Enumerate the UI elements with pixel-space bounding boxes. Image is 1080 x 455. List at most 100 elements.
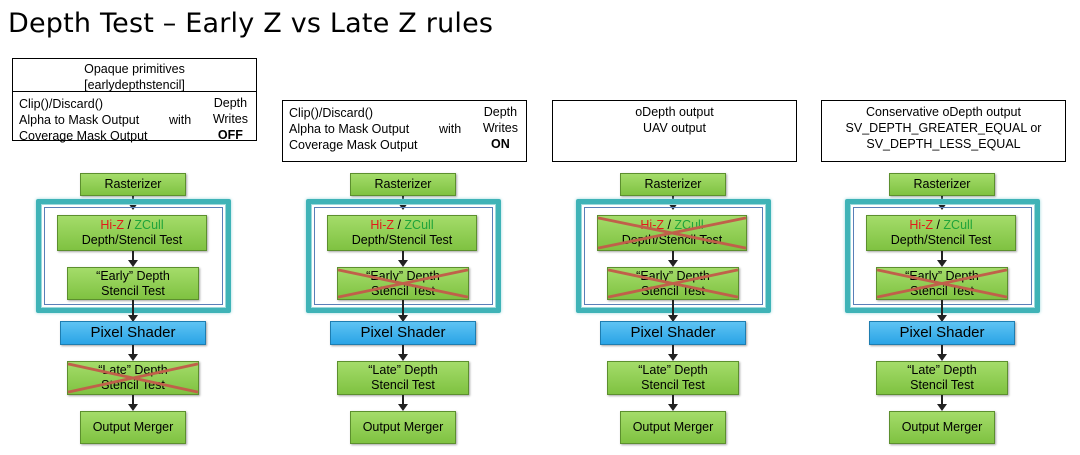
depth-writes-on: ON: [491, 137, 510, 151]
rasterizer-stage: Rasterizer: [350, 173, 456, 196]
disabled-cross: [337, 268, 469, 299]
depth-stencil-label: Depth/Stencil Test: [890, 233, 992, 247]
hiz-zcull-stage: Hi-Z / ZCull Depth/Stencil Test: [327, 215, 477, 251]
output-merger-stage: Output Merger: [350, 411, 456, 444]
rasterizer-stage: Rasterizer: [80, 173, 186, 196]
column-opaque-primitives: Opaque primitives [earlydepthstencil] Cl…: [12, 0, 257, 455]
flow-arrow: [668, 345, 678, 361]
hiz-separator: /: [124, 218, 135, 232]
flow-arrow: [937, 395, 947, 411]
early-depth-stencil-stage: “Early” Depth Stencil Test: [607, 267, 739, 300]
flow-arrow: [937, 345, 947, 361]
flow-arrow: [128, 300, 138, 322]
output-merger-stage: Output Merger: [80, 411, 186, 444]
depth-writes-state: Depth Writes OFF: [213, 95, 248, 143]
stage-label: Pixel Shader: [630, 324, 716, 341]
header-lines: Conservative oDepth output SV_DEPTH_GREA…: [822, 101, 1065, 161]
header-line: [earlydepthstencil]: [84, 78, 185, 92]
flow-arrow: [398, 251, 408, 267]
pixel-shader-stage: Pixel Shader: [869, 321, 1015, 345]
hiz-separator: /: [933, 218, 944, 232]
cross-line: [607, 268, 739, 299]
column-conservative-odepth: Conservative oDepth output SV_DEPTH_GREA…: [821, 0, 1066, 455]
zcull-label: ZCull: [134, 218, 164, 232]
rasterizer-stage: Rasterizer: [620, 173, 726, 196]
late-stencil-label: Stencil Test: [371, 378, 435, 392]
disabled-cross: [597, 216, 747, 250]
hiz-label: Hi-Z: [370, 218, 394, 232]
disabled-cross: [67, 362, 199, 394]
stage-label: Pixel Shader: [899, 324, 985, 341]
pixel-shader-stage: Pixel Shader: [330, 321, 476, 345]
early-depth-stencil-stage: “Early” Depth Stencil Test: [337, 267, 469, 300]
header-line: SV_DEPTH_LESS_EQUAL: [866, 137, 1021, 151]
flow-arrow: [398, 395, 408, 411]
flow-arrow: [398, 300, 408, 322]
hiz-zcull-label: Hi-Z / ZCull: [58, 218, 206, 233]
late-stencil-label: Stencil Test: [910, 378, 974, 392]
rule-item: Alpha to Mask Output: [19, 113, 140, 127]
depth-stencil-label: Depth/Stencil Test: [621, 233, 723, 247]
hiz-separator: /: [394, 218, 405, 232]
header-title: Opaque primitives [earlydepthstencil]: [13, 59, 256, 92]
flow-arrow: [128, 251, 138, 267]
rule-item: Clip()/Discard(): [289, 106, 374, 120]
hiz-zcull-stage: Hi-Z / ZCull Depth/Stencil Test: [866, 215, 1016, 251]
hiz-zcull-label: Hi-Z / ZCull: [328, 218, 476, 233]
hiz-zcull-label: Hi-Z / ZCull: [867, 218, 1015, 233]
column-header: oDepth output UAV output: [552, 100, 797, 162]
cross-line: [337, 268, 469, 299]
rule-item: Coverage Mask Output: [289, 138, 418, 152]
depth-writes-off: OFF: [217, 128, 243, 142]
hiz-label: Hi-Z: [909, 218, 933, 232]
rules-list: Clip()/Discard() Alpha to Mask Output Co…: [19, 96, 148, 144]
pixel-shader-stage: Pixel Shader: [600, 321, 746, 345]
header-line: SV_DEPTH_GREATER_EQUAL or: [845, 121, 1042, 135]
depth-writes-state: Depth Writes ON: [483, 104, 518, 152]
flow-arrow: [668, 251, 678, 267]
flow-arrow: [937, 300, 947, 322]
header-line: UAV output: [642, 121, 706, 135]
column-odepth-output: oDepth output UAV output Rasterizer Hi-Z…: [552, 0, 797, 455]
stage-label: Pixel Shader: [90, 324, 176, 341]
with-label: with: [439, 122, 462, 136]
late-depth-stencil-stage: “Late” Depth Stencil Test: [876, 361, 1008, 395]
stage-label: Rasterizer: [374, 177, 432, 191]
late-depth-stencil-stage: “Late” Depth Stencil Test: [67, 361, 199, 395]
flow-arrow: [128, 345, 138, 361]
header-line: Conservative oDepth output: [866, 105, 1021, 119]
hiz-separator: /: [664, 218, 675, 232]
late-depth-stencil-stage: “Late” Depth Stencil Test: [607, 361, 739, 395]
flow-arrow: [128, 395, 138, 411]
pixel-shader-stage: Pixel Shader: [60, 321, 206, 345]
writes-label: Writes: [482, 121, 518, 135]
cross-line: [67, 362, 199, 394]
column-header: Opaque primitives [earlydepthstencil] Cl…: [12, 58, 257, 144]
stage-label: Pixel Shader: [360, 324, 446, 341]
late-stencil-label: Stencil Test: [641, 378, 705, 392]
header-rules: Clip()/Discard() Alpha to Mask Output Co…: [283, 101, 526, 161]
depth-stencil-label: Depth/Stencil Test: [81, 233, 183, 247]
depth-label: Depth: [213, 96, 248, 110]
rule-item: Alpha to Mask Output: [289, 122, 410, 136]
late-depth-label: “Late” Depth: [907, 363, 977, 377]
flow-arrow: [668, 300, 678, 322]
output-merger-stage: Output Merger: [889, 411, 995, 444]
slide-title: Depth Test – Early Z vs Late Z rules: [8, 8, 494, 39]
writes-label: Writes: [212, 112, 248, 126]
cross-line: [597, 216, 747, 250]
depth-label: Depth: [483, 105, 518, 119]
column-header: Clip()/Discard() Alpha to Mask Output Co…: [282, 100, 527, 162]
rule-item: Clip()/Discard(): [19, 97, 104, 111]
early-stencil-label: Stencil Test: [101, 284, 165, 298]
early-depth-stencil-stage: “Early” Depth Stencil Test: [876, 267, 1008, 300]
early-depth-label: “Early” Depth: [96, 269, 170, 283]
hiz-label: Hi-Z: [100, 218, 124, 232]
stage-label: Output Merger: [632, 420, 714, 434]
stage-label: Rasterizer: [644, 177, 702, 191]
column-header: Conservative oDepth output SV_DEPTH_GREA…: [821, 100, 1066, 162]
hiz-zcull-stage: Hi-Z / ZCull Depth/Stencil Test: [597, 215, 747, 251]
cross-line: [876, 268, 1008, 299]
zcull-label: ZCull: [943, 218, 973, 232]
header-line: Opaque primitives: [84, 62, 185, 76]
